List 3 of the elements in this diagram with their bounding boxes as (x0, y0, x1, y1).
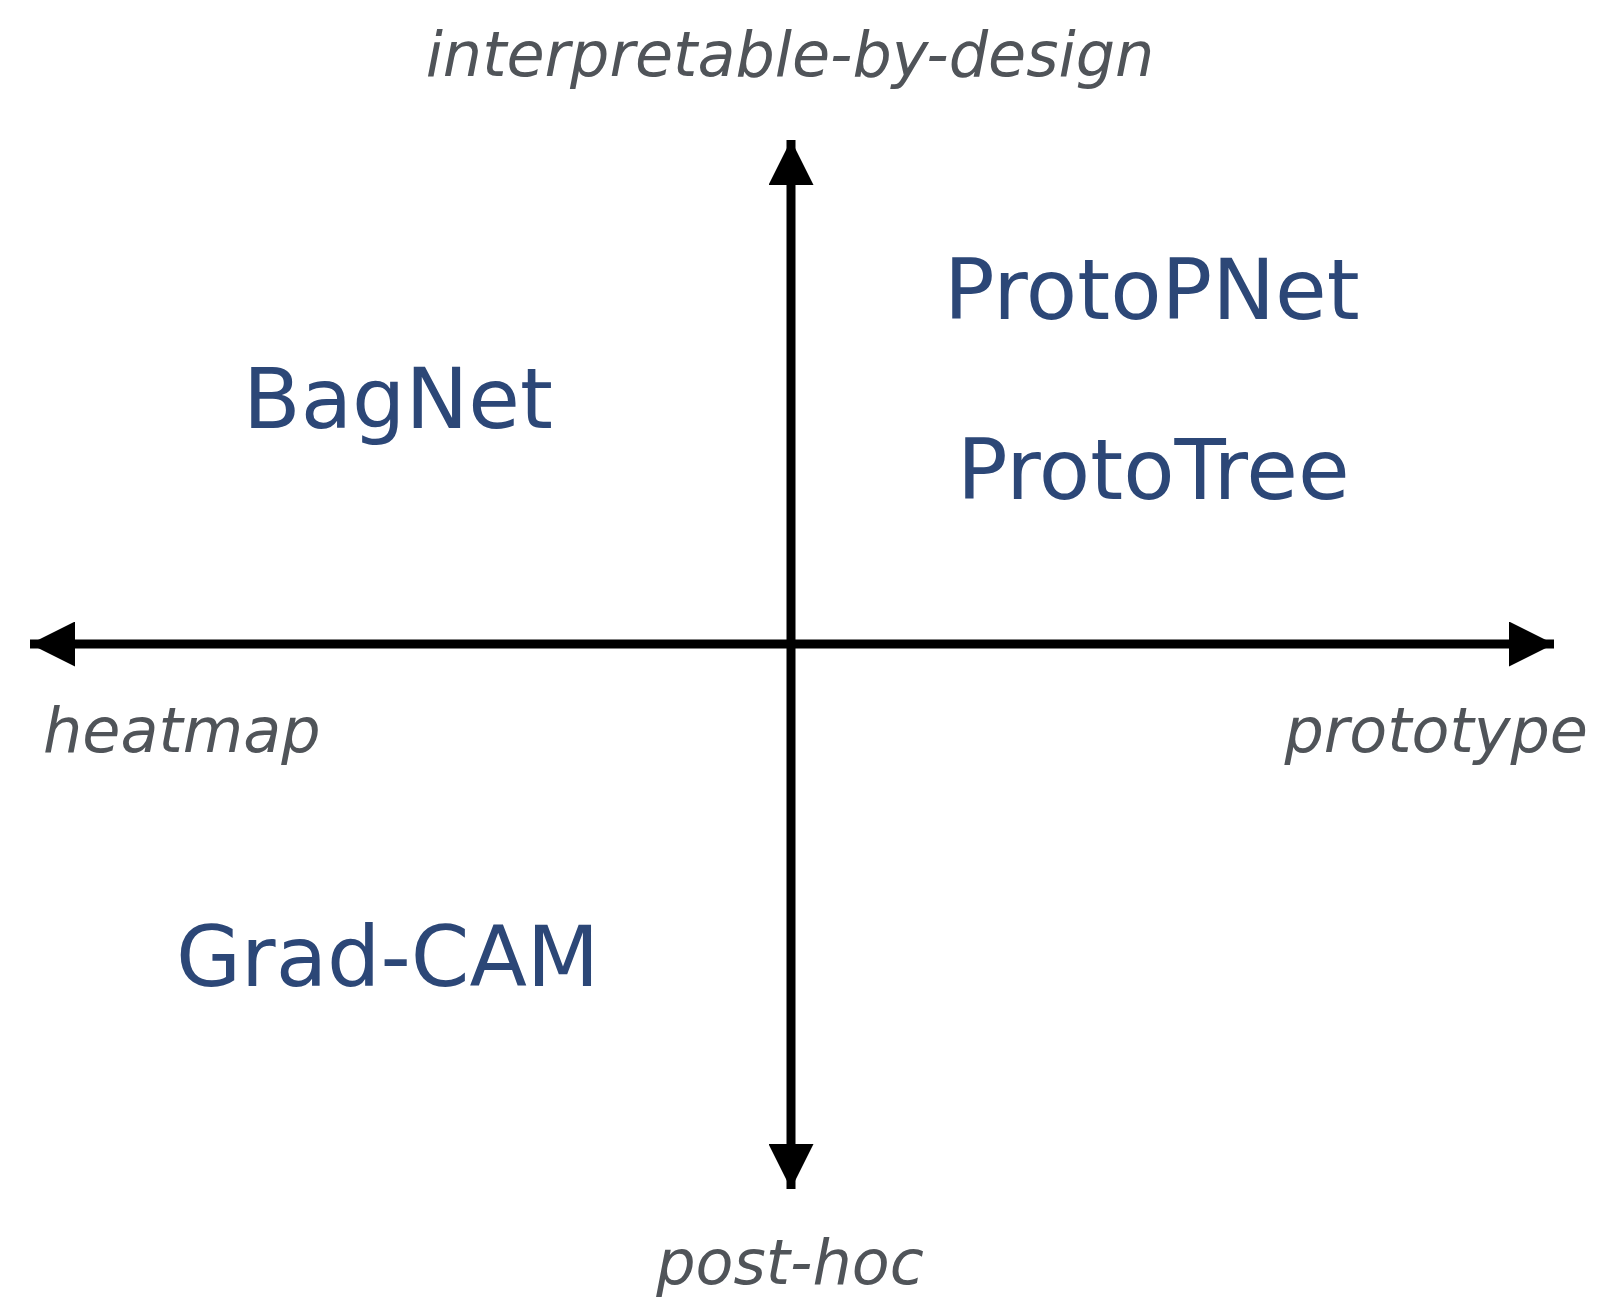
method-label: Grad-CAM (176, 915, 600, 999)
method-label: ProtoTree (957, 428, 1350, 512)
method-label: ProtoPNet (944, 248, 1360, 332)
